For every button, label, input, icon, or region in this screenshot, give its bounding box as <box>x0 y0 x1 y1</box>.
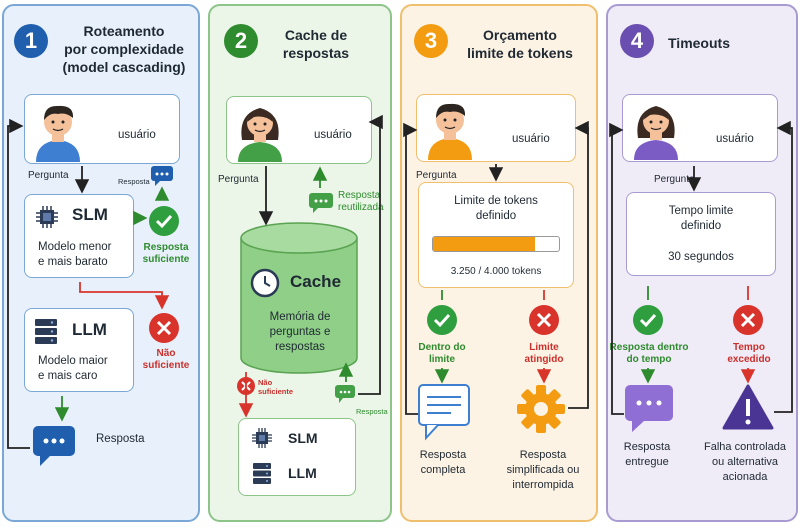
chip-icon-small <box>252 428 272 448</box>
question-label-2: Pergunta <box>218 174 259 185</box>
not-sufficient-label: Não suficiente <box>142 348 190 371</box>
server-icon <box>35 319 57 344</box>
complete-response-label: Resposta completa <box>419 449 467 476</box>
cache-response-icon <box>335 385 355 403</box>
panel-3-title: Orçamento limite de tokens <box>467 27 573 61</box>
cache-response-label: Resposta <box>356 407 388 416</box>
question-label-1: Pergunta <box>28 170 69 181</box>
timeout-box <box>626 192 776 276</box>
question-label-3: Pergunta <box>416 170 457 181</box>
token-limit-box <box>418 182 574 288</box>
delivered-chat-icon <box>625 385 673 432</box>
token-limit-title: Limite de tokens definido <box>454 195 538 222</box>
user-avatar-man-icon <box>36 105 80 162</box>
slm-description: Modelo menor e mais barato <box>38 241 112 268</box>
check-icon <box>149 206 179 236</box>
limit-reached-label: Limite atingido <box>524 342 564 365</box>
user-avatar-man-orange-icon <box>428 103 472 160</box>
user-label-3: usuário <box>512 133 550 145</box>
cache-miss-label: Não suficiente <box>258 378 294 396</box>
panel-1-title: Roteamento por complexidade (model casca… <box>62 23 186 75</box>
step-number-2: 2 <box>224 24 258 58</box>
step-number-4: 4 <box>620 24 654 58</box>
small-response-label: Resposta <box>118 177 150 186</box>
time-exceeded-label: Tempo excedido <box>727 342 771 365</box>
step-number-3: 3 <box>414 24 448 58</box>
step-number-1: 1 <box>14 24 48 58</box>
token-progress-fill <box>433 237 536 251</box>
within-limit-check-icon <box>427 305 457 335</box>
timeout-title: Tempo limite definido <box>668 205 734 232</box>
warning-icon <box>722 384 774 430</box>
final-response-label: Resposta <box>96 433 145 445</box>
cache-database-icon <box>240 222 358 374</box>
cache-slm-label: SLM <box>288 430 318 446</box>
token-progress-bar <box>432 236 560 252</box>
token-count: 3.250 / 4.000 tokens <box>450 266 542 277</box>
cache-description: Memória de perguntas e respostas <box>269 311 331 353</box>
response-chat-icon <box>33 426 75 466</box>
cache-title: Cache <box>290 272 342 291</box>
delivered-label: Resposta entregue <box>623 441 671 468</box>
user-label-4: usuário <box>716 133 754 145</box>
gear-icon <box>517 385 565 433</box>
timeout-seconds: 30 segundos <box>668 251 734 263</box>
clock-icon <box>250 268 280 298</box>
user-label-2: usuário <box>314 129 352 141</box>
user-avatar-woman-purple-icon <box>634 106 678 160</box>
within-limit-label: Dentro do limite <box>418 342 466 365</box>
question-label-4: Pergunta <box>654 174 695 185</box>
simplified-response-label: Resposta simplificada ou interrompida <box>506 449 580 491</box>
user-avatar-woman-icon <box>238 108 282 162</box>
fallback-label: Falha controlada ou alternativa acionada <box>704 441 786 483</box>
in-time-check-icon <box>633 305 663 335</box>
slm-title: SLM <box>72 205 108 224</box>
document-chat-icon <box>418 384 470 441</box>
limit-reached-cross-icon <box>529 305 559 335</box>
reused-chat-icon <box>309 193 333 213</box>
in-time-label: Resposta dentro do tempo <box>609 342 689 365</box>
llm-title: LLM <box>72 320 107 339</box>
chip-icon <box>36 206 58 228</box>
cache-llm-label: LLM <box>288 465 317 481</box>
panel-4-title: Timeouts <box>668 35 730 51</box>
llm-description: Modelo maior e mais caro <box>38 355 108 382</box>
chat-bubble-icon <box>151 166 173 186</box>
panel-2-title: Cache de respostas <box>282 27 350 61</box>
cross-icon <box>149 313 179 343</box>
reused-response-label: Resposta reutilizada <box>338 190 384 213</box>
server-icon-small <box>253 463 271 484</box>
time-exceeded-cross-icon <box>733 305 763 335</box>
user-label-1: usuário <box>118 129 156 141</box>
sufficient-label: Resposta suficiente <box>142 242 190 265</box>
